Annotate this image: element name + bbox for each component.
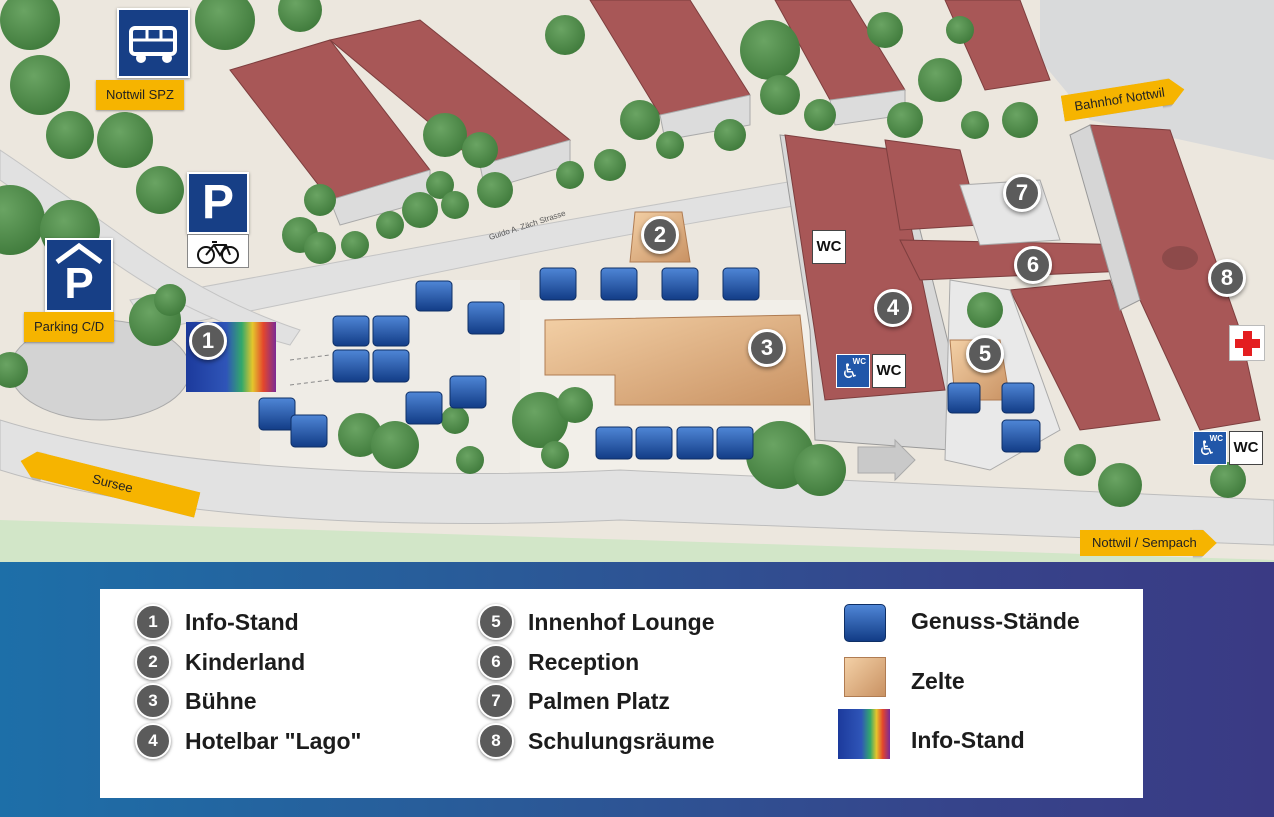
parking-letter: P xyxy=(64,259,94,308)
trees xyxy=(0,0,1246,507)
parking-icon: P xyxy=(201,176,234,229)
tent-stage xyxy=(544,314,811,406)
bicycle-icon xyxy=(187,234,249,268)
legend-number: 2 xyxy=(135,644,171,680)
wheelchair-wc-sign: WC♿ xyxy=(836,354,870,388)
map-marker-5[interactable]: 5 xyxy=(966,335,1004,373)
legend-item-3: 3 Bühne xyxy=(135,683,257,719)
legend-item-7: 7 Palmen Platz xyxy=(478,683,670,719)
legend-item-5: 5 Innenhof Lounge xyxy=(478,604,715,640)
legend-item-1: 1 Info-Stand xyxy=(135,604,299,640)
legend-number: 1 xyxy=(135,604,171,640)
bus-icon xyxy=(129,26,177,63)
wc-sign: WC xyxy=(872,354,906,388)
parking-garage-icon xyxy=(55,242,103,265)
legend-number: 4 xyxy=(135,723,171,759)
legend-label: Bühne xyxy=(185,687,257,714)
legend-label: Palmen Platz xyxy=(528,687,670,714)
legend-number: 6 xyxy=(478,644,514,680)
first-aid-cross-icon xyxy=(1229,325,1265,361)
wc-sign: WC xyxy=(1229,431,1263,465)
legend-label: Innenhof Lounge xyxy=(528,608,715,635)
map-drawing: Guido A. Zäch Strasse xyxy=(0,0,1274,562)
legend-tent-symbol xyxy=(844,657,886,697)
map-marker-2[interactable]: 2 xyxy=(641,216,679,254)
legend-label-stalls: Genuss-Stände xyxy=(911,608,1080,634)
legend-label: Hotelbar "Lago" xyxy=(185,727,362,754)
map-marker-6[interactable]: 6 xyxy=(1014,246,1052,284)
legend-stall-symbol xyxy=(844,604,886,642)
legend-number: 8 xyxy=(478,723,514,759)
wc-sign: WC xyxy=(812,230,846,264)
map-marker-3[interactable]: 3 xyxy=(748,329,786,367)
legend-number: 7 xyxy=(478,683,514,719)
map-marker-7[interactable]: 7 xyxy=(1003,174,1041,212)
wheelchair-wc-sign: WC♿ xyxy=(1193,431,1227,465)
campus-map[interactable]: Guido A. Zäch Strasse xyxy=(0,0,1274,562)
legend-label: Reception xyxy=(528,648,640,675)
bus-stop-sign xyxy=(117,8,190,78)
wheelchair-icon: ♿ xyxy=(841,361,859,383)
legend-label: Kinderland xyxy=(185,648,306,675)
legend-info-stand-symbol xyxy=(838,709,890,759)
legend-label: Info-Stand xyxy=(185,608,299,635)
legend-item-8: 8 Schulungsräume xyxy=(478,723,715,759)
stalls xyxy=(258,267,1041,460)
legend-label-tents: Zelte xyxy=(911,668,965,694)
legend-number: 5 xyxy=(478,604,514,640)
parking-garage-sign: P xyxy=(45,238,113,312)
map-marker-1[interactable]: 1 xyxy=(189,322,227,360)
map-marker-4[interactable]: 4 xyxy=(874,289,912,327)
label-nottwil-spz: Nottwil SPZ xyxy=(96,80,184,110)
map-legend: 1 Info-Stand 2 Kinderland 3 Bühne 4 Hote… xyxy=(100,589,1143,798)
legend-label-info-stand: Info-Stand xyxy=(911,727,1025,753)
legend-item-6: 6 Reception xyxy=(478,644,640,680)
legend-number: 3 xyxy=(135,683,171,719)
legend-item-4: 4 Hotelbar "Lago" xyxy=(135,723,362,759)
road-sign-nottwil-sempach: Nottwil / Sempach xyxy=(1080,530,1217,556)
bicycle-parking-sign: P xyxy=(187,172,249,234)
legend-item-2: 2 Kinderland xyxy=(135,644,306,680)
wheelchair-icon: ♿ xyxy=(1198,438,1216,460)
map-marker-8[interactable]: 8 xyxy=(1208,259,1246,297)
legend-label: Schulungsräume xyxy=(528,727,715,754)
label-parking-cd: Parking C/D xyxy=(24,312,115,342)
